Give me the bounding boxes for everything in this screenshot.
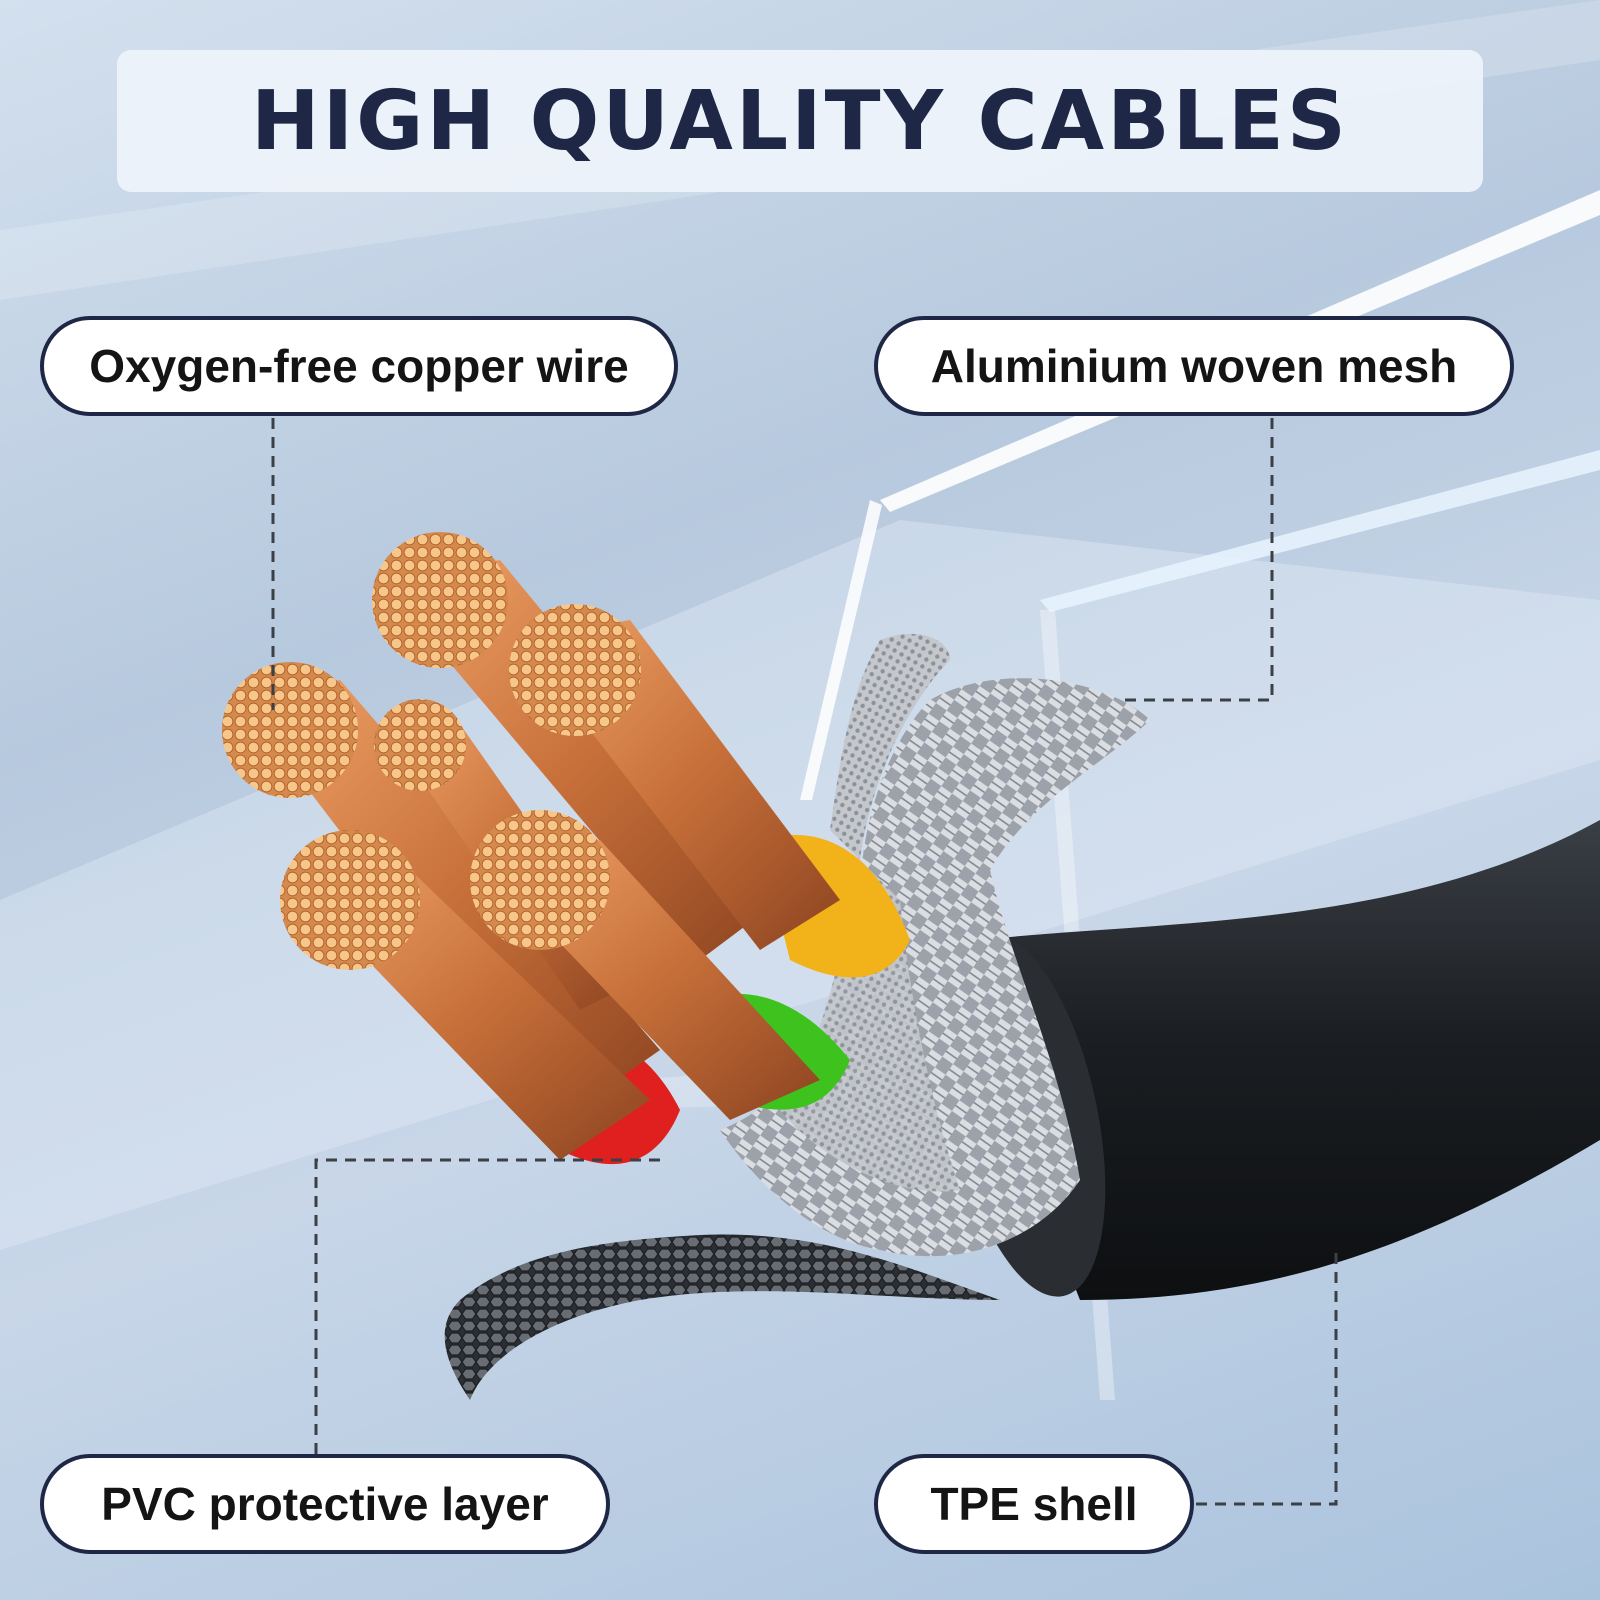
page-title: HIGH QUALITY CABLES <box>251 73 1349 169</box>
label-pvc-layer: PVC protective layer <box>40 1454 610 1554</box>
label-aluminium-mesh: Aluminium woven mesh <box>874 316 1514 416</box>
label-tpe-shell: TPE shell <box>874 1454 1194 1554</box>
label-copper-wire: Oxygen-free copper wire <box>40 316 678 416</box>
label-copper-text: Oxygen-free copper wire <box>89 340 629 392</box>
label-tpe-text: TPE shell <box>930 1478 1138 1530</box>
label-pvc-text: PVC protective layer <box>101 1478 549 1530</box>
title-banner: HIGH QUALITY CABLES <box>117 50 1483 192</box>
label-mesh-text: Aluminium woven mesh <box>930 340 1458 392</box>
